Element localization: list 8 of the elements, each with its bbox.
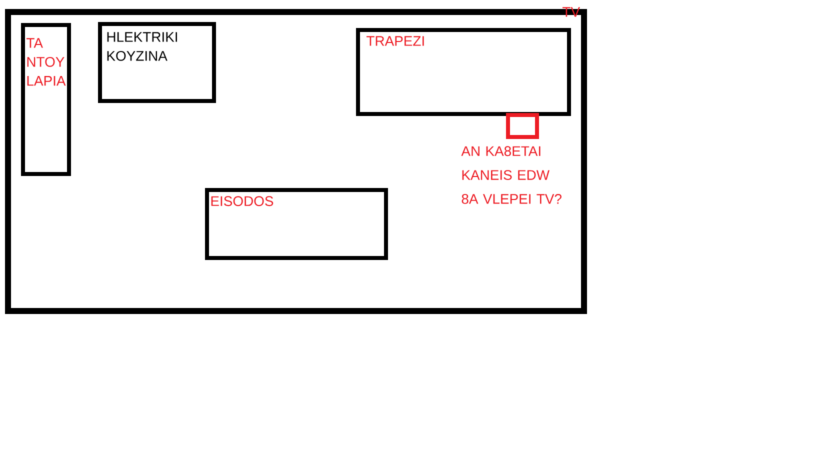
furniture-box: TRAPEZI: [356, 28, 571, 116]
label-text: TV: [562, 7, 580, 17]
furniture-box: TA NTOY LAPIA: [21, 22, 71, 176]
label-text: AN KA8ETAI KANEIS EDW 8A VLEPEI TV?: [461, 146, 562, 204]
furniture-box: HLEKTRIKI KOYZINA: [98, 22, 216, 103]
square-marker: [506, 112, 539, 139]
furniture-box: EISODOS: [205, 188, 388, 260]
room-outline: [5, 8, 587, 314]
